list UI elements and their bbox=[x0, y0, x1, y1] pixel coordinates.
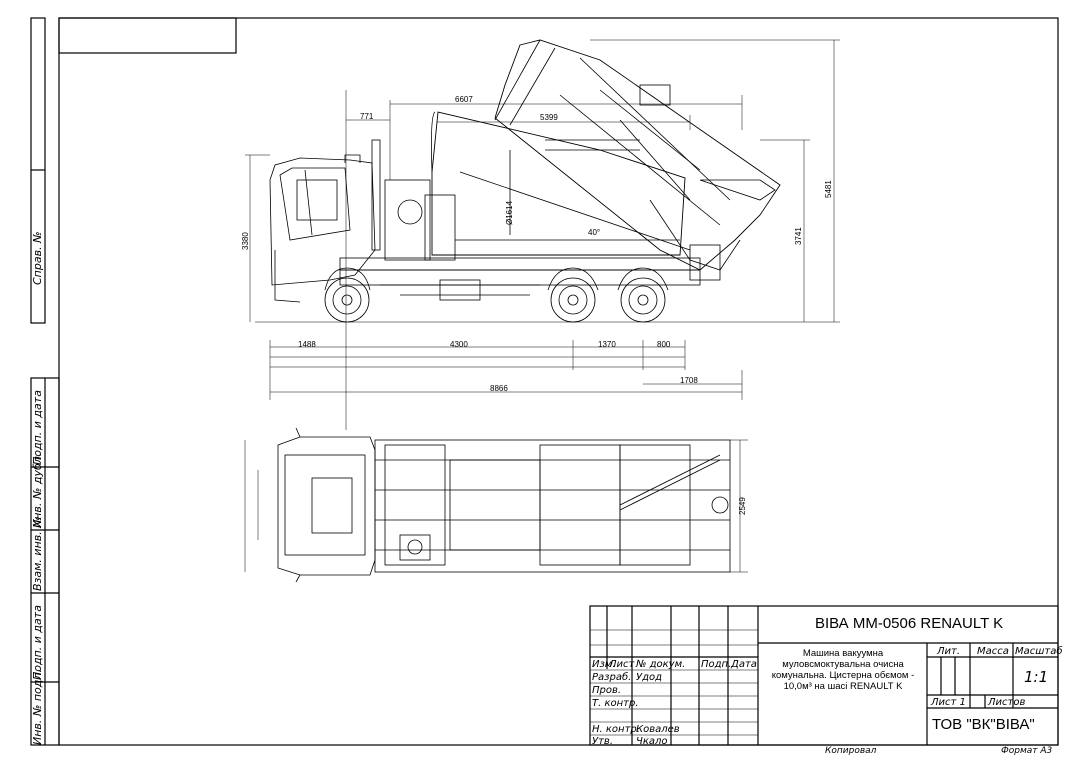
side-label-inv-podl: Инв. № подл. bbox=[31, 669, 44, 745]
col-izm: Изм. bbox=[592, 659, 616, 670]
outer-frame bbox=[58, 17, 1059, 746]
massa-header: Масса bbox=[977, 646, 1009, 657]
dim-5399: 5399 bbox=[540, 113, 558, 122]
title-block-grid bbox=[589, 605, 1059, 746]
dim-1708: 1708 bbox=[680, 376, 698, 385]
side-strip bbox=[30, 17, 60, 746]
dim-3380: 3380 bbox=[241, 232, 250, 250]
sheets-total: Листов bbox=[988, 697, 1026, 708]
col-dokum: № докум. bbox=[636, 659, 686, 670]
row-utv-name: Чкало bbox=[636, 736, 668, 747]
dim-800: 800 bbox=[657, 340, 671, 349]
dim-2549: 2549 bbox=[738, 497, 747, 515]
lit-header: Лит. bbox=[937, 646, 961, 657]
wheel-rear-1 bbox=[550, 277, 596, 323]
sheet-number: Лист 1 bbox=[931, 697, 966, 708]
col-list: Лист bbox=[609, 659, 635, 670]
wheel-rear-2 bbox=[620, 277, 666, 323]
dim-8866: 8866 bbox=[490, 384, 508, 393]
row-prov: Пров. bbox=[592, 685, 622, 696]
truck-top-view bbox=[277, 427, 731, 583]
wheel-front bbox=[324, 277, 370, 323]
side-label-vzam-inv: Взам. инв. № bbox=[31, 516, 44, 591]
product-title: ВІВА ММ-0506 RENAULT K bbox=[815, 615, 1004, 632]
col-data: Дата bbox=[731, 659, 757, 670]
dim-1614: Ø1614 bbox=[505, 200, 514, 225]
col-podp: Подп. bbox=[701, 659, 732, 670]
masshtab-header: Масштаб bbox=[1015, 646, 1063, 657]
dim-4300: 4300 bbox=[450, 340, 468, 349]
dim-5481: 5481 bbox=[824, 180, 833, 198]
footer-format: Формат А3 bbox=[1001, 746, 1053, 756]
dim-40: 40° bbox=[588, 228, 601, 237]
row-nkontr: Н. контр. bbox=[592, 724, 640, 735]
top-left-stamp-box bbox=[58, 17, 237, 54]
row-utv: Утв. bbox=[592, 736, 613, 747]
side-label-sprav: Справ. № bbox=[31, 231, 44, 285]
top-dimension-lines bbox=[244, 439, 748, 573]
dim-3741: 3741 bbox=[794, 227, 803, 245]
side-dimension-lines bbox=[245, 39, 840, 430]
row-tkontr: Т. контр. bbox=[592, 698, 639, 709]
dim-6607: 6607 bbox=[455, 95, 473, 104]
row-razrab-name: Удод bbox=[636, 672, 663, 683]
dim-1370: 1370 bbox=[598, 340, 616, 349]
footer-kopiroval: Копировал bbox=[825, 746, 877, 756]
company-name: ТОВ "ВК"ВІВА" bbox=[932, 716, 1035, 733]
truck-side-view bbox=[255, 39, 781, 323]
scale-value: 1:1 bbox=[1024, 668, 1049, 686]
row-nkontr-name: Ковалев bbox=[636, 724, 680, 735]
product-description: Машина вакуумна мулoвсмоктувальна очисна… bbox=[771, 648, 915, 692]
dim-1488: 1488 bbox=[298, 340, 316, 349]
row-razrab: Разраб. bbox=[592, 672, 632, 683]
dim-771: 771 bbox=[360, 112, 374, 121]
